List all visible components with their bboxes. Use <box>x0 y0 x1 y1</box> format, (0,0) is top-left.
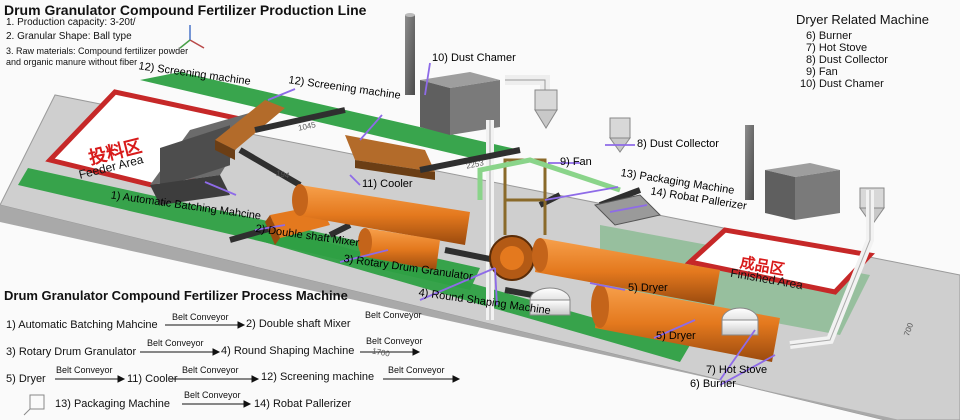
callout-leaders <box>204 62 776 386</box>
callout-burner: 6) Burner <box>690 378 736 390</box>
process-step: 5) Dryer <box>6 373 46 385</box>
process-arrows <box>55 321 461 408</box>
process-conveyor-label: Belt Conveyor <box>56 365 113 375</box>
diagram-title: Drum Granulator Compound Fertilizer Prod… <box>4 2 367 18</box>
process-step: 4) Round Shaping Machine <box>221 345 355 357</box>
round-shaping-machine <box>489 235 535 281</box>
process-conveyor-label: Belt Conveyor <box>388 365 445 375</box>
screening-machine-left <box>215 100 285 160</box>
callout-dryer-1: 5) Dryer <box>628 282 668 294</box>
process-conveyor-label: Belt Conveyor <box>365 310 422 320</box>
callout-dryer-2: 5) Dryer <box>656 330 696 342</box>
process-step: 2) Double shaft Mixer <box>246 318 351 330</box>
dryer-item: 7) Hot Stove <box>806 42 868 54</box>
dryer-section-title: Dryer Related Machine <box>796 12 929 27</box>
process-conveyor-label: Belt Conveyor <box>147 338 204 348</box>
callout-cooler: 11) Cooler <box>362 178 413 190</box>
spec-line-3: 3. Raw materials: Compound fertilizer po… <box>6 46 189 56</box>
process-conveyor-label: Belt Conveyor <box>172 312 229 322</box>
granulator-drum <box>358 228 440 270</box>
dryer-drum-1 <box>532 238 720 305</box>
dryer-item: 9) Fan <box>806 66 838 78</box>
dust-chamber-right <box>745 125 840 220</box>
axis-gizmo-top <box>179 25 205 49</box>
screening-machine-mid <box>345 135 435 180</box>
green-strip-right <box>600 225 870 335</box>
dryer-item: 6) Burner <box>806 30 852 42</box>
process-step: 3) Rotary Drum Granulator <box>6 346 137 358</box>
callout-dust-collector: 8) Dust Collector <box>637 138 719 150</box>
green-pipe <box>477 157 621 200</box>
spec-line-1: 1. Production capacity: 3-20t/ <box>6 17 136 28</box>
axis-gizmo-bottom <box>23 394 45 416</box>
spec-line-4: and organic manure without fiber <box>6 57 138 67</box>
process-conveyor-label: Belt Conveyor <box>182 365 239 375</box>
process-conveyor-label: Belt Conveyor <box>184 390 241 400</box>
green-strip-bottom <box>250 225 690 362</box>
process-conveyor-label: Belt Conveyor <box>366 336 423 346</box>
process-step: 14) Robat Pallerizer <box>254 398 352 410</box>
packaging-tower <box>503 158 661 235</box>
process-step: 11) Cooler <box>127 373 178 385</box>
process-step: 1) Automatic Batching Mahcine <box>6 319 158 331</box>
finished-area-zone <box>684 227 876 295</box>
hot-stove <box>529 287 759 336</box>
process-step: 13) Packaging Machine <box>55 398 170 410</box>
dust-chamber <box>405 13 500 135</box>
cooler-drum <box>292 184 470 245</box>
callout-fan: 9) Fan <box>560 156 592 168</box>
dryer-item: 10) Dust Chamer <box>800 78 884 90</box>
spec-line-2: 2. Granular Shape: Ball type <box>6 31 132 42</box>
process-title: Drum Granulator Compound Fertilizer Proc… <box>4 288 348 303</box>
process-step: 12) Screening machine <box>261 371 375 383</box>
callout-hot-stove: 7) Hot Stove <box>706 364 768 376</box>
callout-dust-chamer: 10) Dust Chamer <box>432 52 516 64</box>
dryer-item: 8) Dust Collector <box>806 54 888 66</box>
